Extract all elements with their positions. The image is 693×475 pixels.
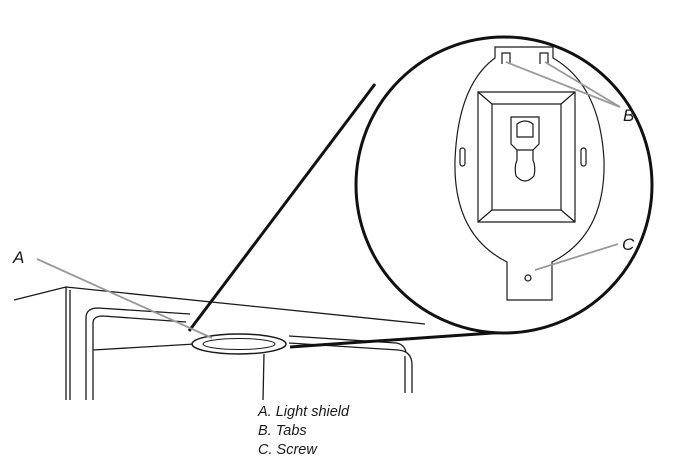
legend-item-tabs: B. Tabs: [258, 423, 307, 439]
bulb: [510, 116, 540, 182]
legend-item-screw: C. Screw: [258, 442, 317, 458]
callout-a: A: [12, 248, 24, 267]
tabs: [501, 52, 549, 64]
light-shield: [191, 333, 287, 355]
legend: A. Light shield B. Tabs C. Screw: [258, 403, 349, 460]
magnifier-lines: [187, 83, 508, 349]
magnified-view: [354, 35, 654, 335]
socket-housing: [477, 91, 576, 223]
leader-lines-zoom: [505, 61, 621, 271]
legend-item-light-shield: A. Light shield: [258, 404, 350, 420]
callout-b: B: [623, 106, 634, 125]
leader-line-a: [36, 258, 213, 339]
cabinet-outline: [13, 286, 426, 401]
screw: [524, 274, 532, 282]
callout-c: C: [622, 235, 635, 254]
